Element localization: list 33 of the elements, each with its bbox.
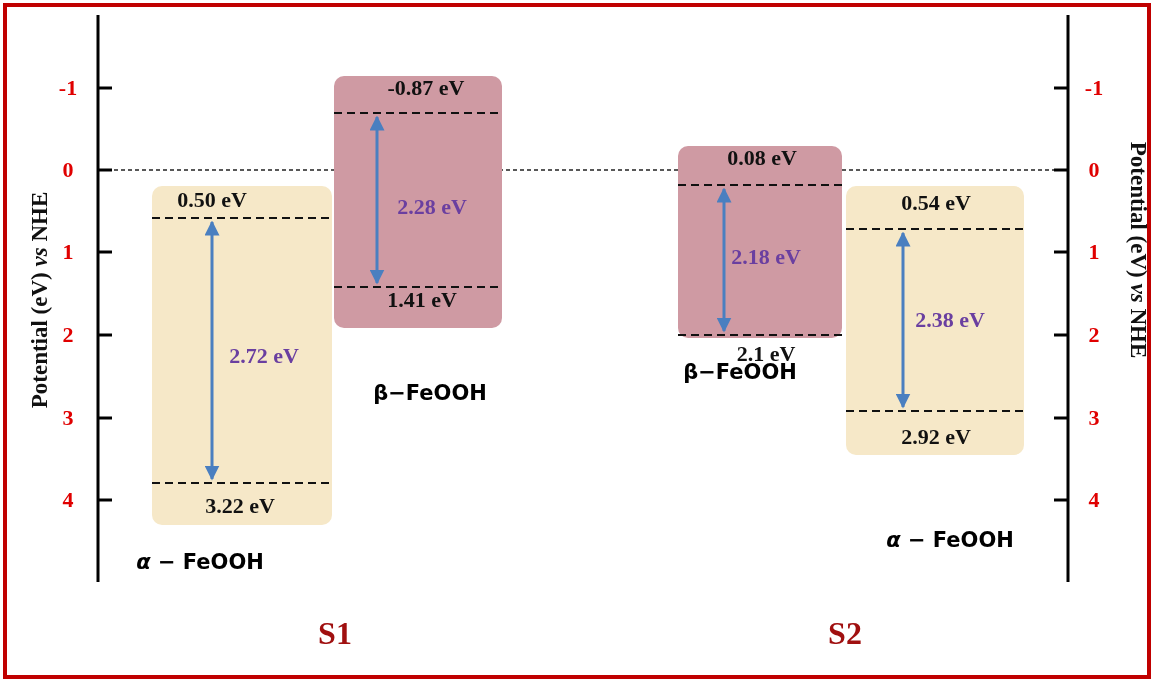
tick-label: 0: [1088, 157, 1100, 183]
band-box: [334, 76, 502, 328]
band-edge-value: -0.87 eV: [387, 75, 465, 101]
band-edge-value: 2.92 eV: [901, 424, 971, 450]
sample-label: S1: [318, 614, 352, 652]
band-box: [152, 186, 332, 525]
sample-label: S2: [828, 614, 862, 652]
axis-title: Potential (eV) vs NHE: [1125, 141, 1151, 359]
material-label: β−FeOOH: [373, 381, 487, 405]
band-edge-value: 0.50 eV: [177, 187, 247, 213]
tick-label: 4: [1088, 487, 1100, 513]
band-edge-value: 0.08 eV: [727, 145, 797, 171]
band-edge-value: 1.41 eV: [387, 287, 457, 313]
tick-label: 2: [62, 322, 74, 348]
tick-label: 3: [1088, 405, 1100, 431]
band-gap-value: 2.18 eV: [731, 244, 801, 270]
tick-label: 2: [1088, 322, 1100, 348]
tick-label: 0: [62, 157, 74, 183]
tick-label: 1: [62, 239, 74, 265]
tick-label: 3: [62, 405, 74, 431]
band-edge-value: 0.54 eV: [901, 190, 971, 216]
tick-label: 4: [62, 487, 74, 513]
band-box: [846, 186, 1024, 455]
tick-label: -1: [1084, 75, 1104, 101]
band-gap-value: 2.38 eV: [915, 307, 985, 333]
band-gap-value: 2.72 eV: [229, 343, 299, 369]
band-edge-value: 3.22 eV: [205, 493, 275, 519]
band-gap-value: 2.28 eV: [397, 194, 467, 220]
tick-label: 1: [1088, 239, 1100, 265]
axis-title: Potential (eV) vs NHE: [27, 191, 53, 409]
tick-label: -1: [58, 75, 78, 101]
material-label: α − FeOOH: [886, 528, 1014, 552]
material-label: α − FeOOH: [136, 550, 264, 574]
